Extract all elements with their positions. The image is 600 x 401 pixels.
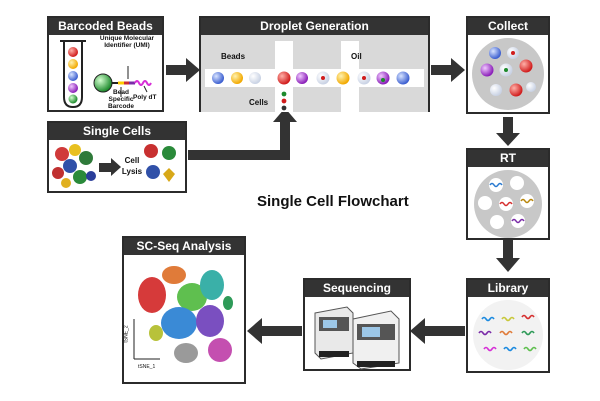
bead-barcode-label: Bead Specific Barcode xyxy=(103,89,139,110)
panel-sequencing: Sequencing xyxy=(303,278,411,371)
panel-title: Single Cells xyxy=(49,123,185,140)
polydt-label: Poly dT xyxy=(133,94,157,101)
umi-label: Unique Molecular Identifier (UMI) xyxy=(94,35,160,49)
panel-title: SC-Seq Analysis xyxy=(124,238,244,255)
arrow-library-to-sequencing xyxy=(410,318,465,344)
arrow-rt-to-library xyxy=(496,240,520,272)
rt-dish xyxy=(474,170,542,238)
panel-rt: RT xyxy=(466,148,550,240)
panel-title: RT xyxy=(468,150,548,167)
panel-collect: Collect xyxy=(466,16,550,114)
panel-title: Collect xyxy=(468,18,548,35)
bead-label-line2: Specific xyxy=(108,96,134,103)
cells-illustration xyxy=(52,144,176,188)
tsne-y-label: tSNE_2 xyxy=(123,325,130,343)
bead-label-line1: Bead xyxy=(113,89,129,96)
tsne-plot xyxy=(133,266,233,363)
bead-illustration xyxy=(60,40,152,109)
umi-label-line2: Identifier (UMI) xyxy=(104,42,150,49)
panel-library: Library xyxy=(466,278,550,373)
panel-single-cells: Single Cells Cell Lysis xyxy=(47,121,187,193)
arrow-sequencing-to-scseq xyxy=(247,318,302,344)
collect-dish xyxy=(472,38,544,110)
panel-droplet-generation: Droplet Generation Beads Oil Cells xyxy=(199,16,430,112)
lysis-label: Cell Lysis xyxy=(119,155,145,177)
oil-label: Oil xyxy=(351,52,362,61)
arrow-beads-to-droplet xyxy=(166,58,200,82)
arrow-droplet-to-collect xyxy=(431,58,465,82)
arrow-cells-to-droplet xyxy=(188,108,297,160)
panel-sc-seq-analysis: SC-Seq Analysis tSNE_2 tSNE_1 xyxy=(122,236,246,384)
lysis-label-line2: Lysis xyxy=(121,167,143,176)
center-title: Single Cell Flowchart xyxy=(257,193,409,210)
lysis-label-line1: Cell xyxy=(124,156,140,165)
panel-title: Barcoded Beads xyxy=(49,18,162,35)
bead-label-line3: Barcode xyxy=(107,103,134,110)
sequencer-illustration xyxy=(314,306,400,370)
tsne-x-label: tSNE_1 xyxy=(138,364,156,370)
umi-label-line1: Unique Molecular xyxy=(99,35,155,42)
library-fragments xyxy=(473,300,543,370)
arrow-collect-to-rt xyxy=(496,117,520,146)
microfluidic-chip xyxy=(201,35,428,112)
cells-label: Cells xyxy=(249,98,269,107)
panel-title: Sequencing xyxy=(305,280,409,297)
panel-title: Droplet Generation xyxy=(201,18,428,35)
panel-barcoded-beads: Barcoded Beads Unique Molecular Identifi… xyxy=(47,16,164,112)
panel-title: Library xyxy=(468,280,548,297)
beads-label: Beads xyxy=(221,52,246,61)
